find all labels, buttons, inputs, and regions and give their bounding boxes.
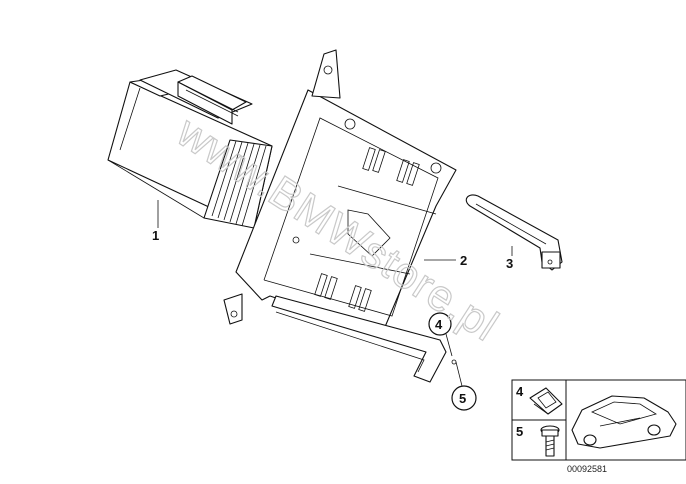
nut-clip-icon: [529, 387, 563, 415]
bolt-icon: [540, 425, 560, 457]
part-2-mounting-bracket[interactable]: [223, 49, 457, 383]
leader-line-5: [455, 361, 463, 387]
legend-box: 4 5: [511, 379, 686, 461]
legend-label-5: 5: [516, 424, 523, 439]
fastener-point: [451, 359, 457, 365]
part-1-module-box[interactable]: [107, 69, 273, 229]
leader-line-4: [445, 333, 453, 357]
part-3-clip[interactable]: [465, 194, 563, 271]
callout-1[interactable]: 1: [152, 228, 159, 243]
callout-3[interactable]: 3: [506, 256, 513, 271]
car-icon: [571, 395, 677, 449]
svg-text:4: 4: [435, 317, 443, 332]
catalog-code: 00092581: [567, 464, 607, 474]
callout-4-circle[interactable]: 4: [428, 312, 452, 336]
legend-label-4: 4: [516, 384, 524, 399]
callout-2[interactable]: 2: [460, 253, 467, 268]
svg-text:5: 5: [459, 391, 466, 406]
callout-5-circle[interactable]: 5: [451, 385, 477, 411]
